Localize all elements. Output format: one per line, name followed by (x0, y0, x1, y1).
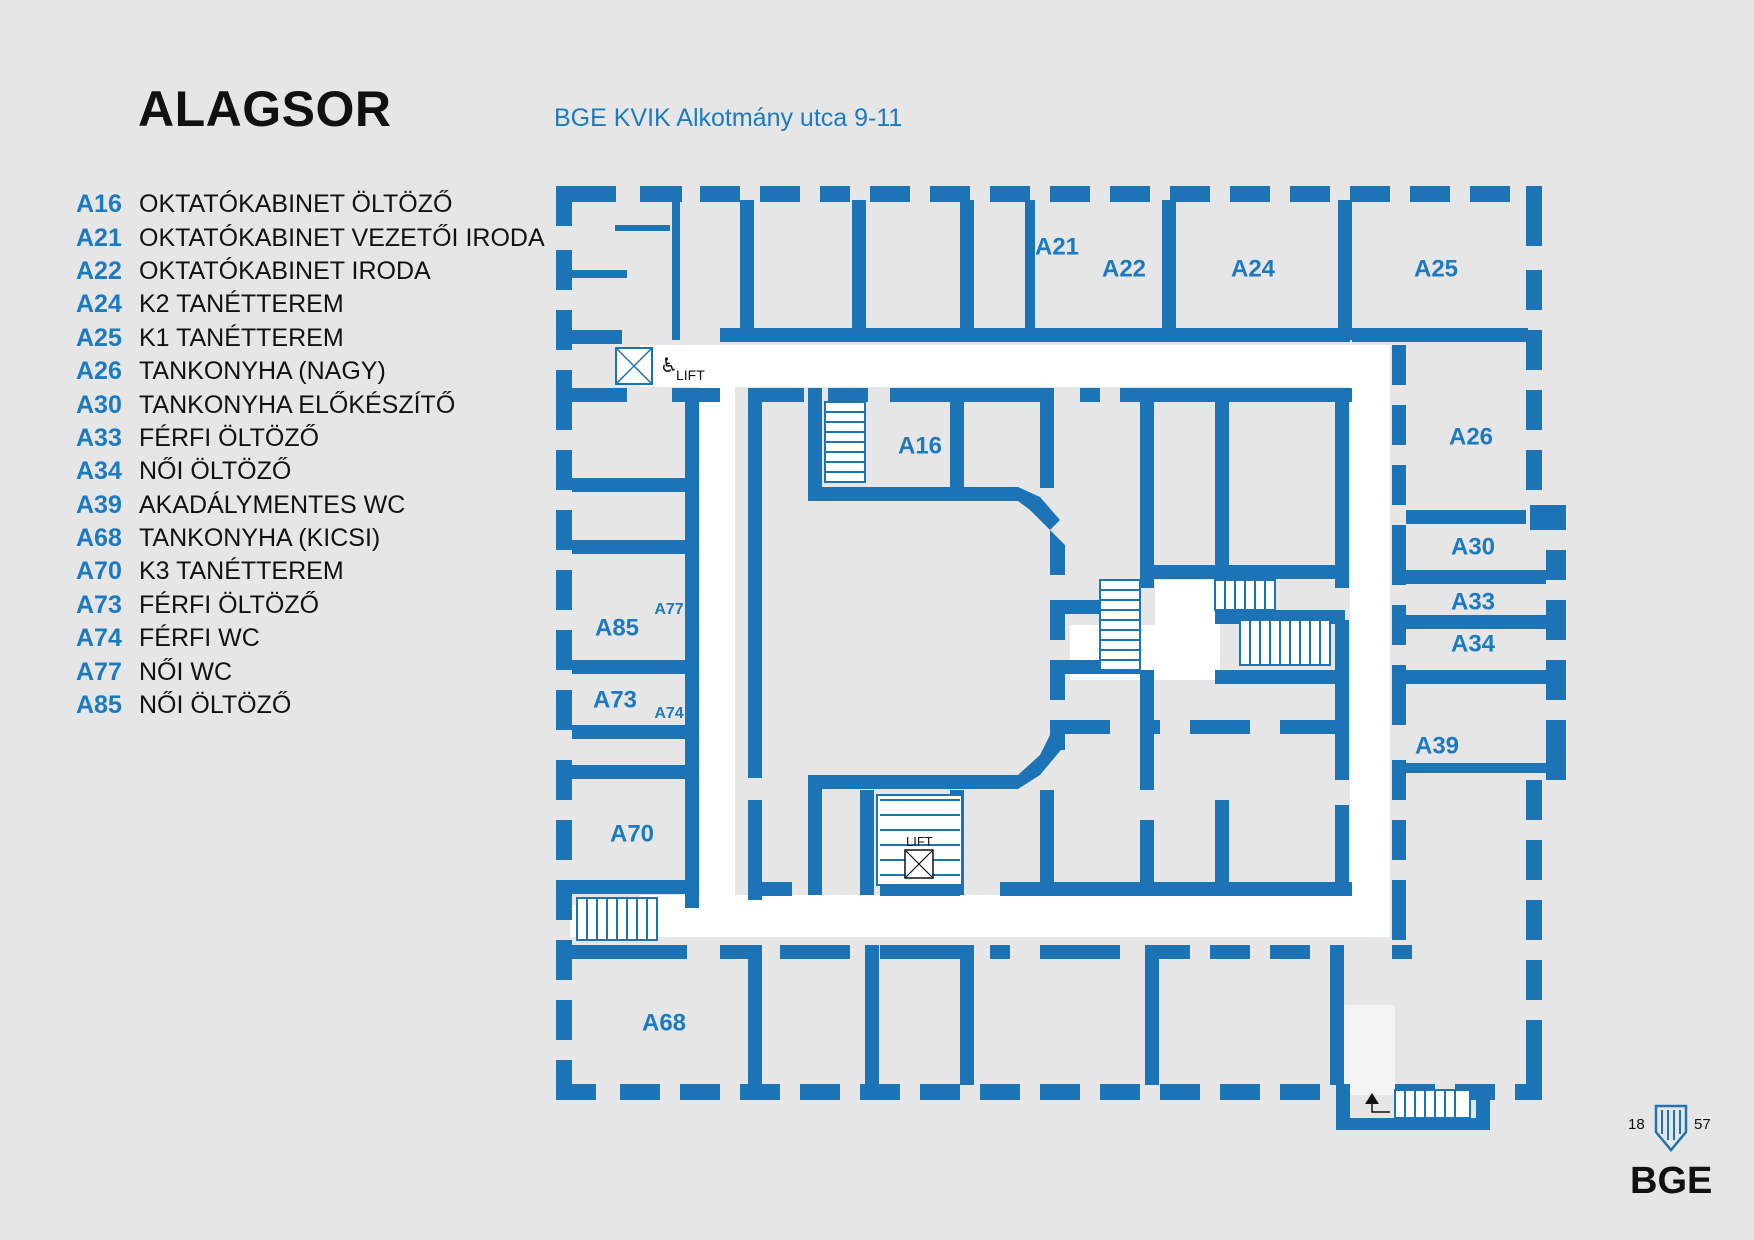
stair-mid-left (1099, 579, 1141, 671)
legend-row: A21 OKTATÓKABINET VEZETŐI IRODA (76, 221, 545, 254)
room-label-a26: A26 (1449, 423, 1493, 450)
legend-row: A85 NŐI ÖLTÖZŐ (76, 689, 545, 722)
legend-row: A16 OKTATÓKABINET ÖLTÖZŐ (76, 188, 545, 221)
legend-room-name: K2 TANÉTTEREM (139, 290, 344, 319)
legend-room-name: OKTATÓKABINET IRODA (139, 256, 431, 285)
legend-room-name: K3 TANÉTTEREM (139, 557, 344, 586)
legend-row: A30 TANKONYHA ELŐKÉSZÍTŐ (76, 388, 545, 421)
room-label-a30: A30 (1451, 533, 1495, 560)
corridor-north (640, 345, 1390, 387)
legend-room-name: TANKONYHA (KICSI) (139, 524, 381, 553)
legend-row: A26 TANKONYHA (NAGY) (76, 355, 545, 388)
entrance-arrow-icon (1365, 1093, 1379, 1104)
legend-room-name: TANKONYHA ELŐKÉSZÍTŐ (139, 390, 456, 419)
room-label-a24: A24 (1231, 255, 1276, 282)
legend-room-code: A39 (76, 490, 122, 519)
legend-room-name: OKTATÓKABINET ÖLTÖZŐ (139, 190, 453, 219)
legend-row: A74 FÉRFI WC (76, 622, 545, 655)
room-label-a33: A33 (1451, 588, 1495, 615)
corridor-top-notch (1090, 345, 1205, 385)
room-label-a74: A74 (654, 705, 683, 722)
legend-room-name: OKTATÓKABINET VEZETŐI IRODA (139, 223, 545, 252)
room-label-a39: A39 (1415, 732, 1459, 759)
legend-room-code: A73 (76, 590, 122, 619)
stair-mid-right (1239, 619, 1331, 666)
legend-room-code: A74 (76, 624, 122, 653)
entrance-area (1340, 1005, 1395, 1095)
legend-room-name: NŐI ÖLTÖZŐ (139, 457, 292, 486)
stairs (576, 401, 1471, 1119)
legend-room-code: A26 (76, 357, 122, 386)
corridor-west (700, 345, 735, 937)
legend-room-code: A21 (76, 223, 122, 252)
wheelchair-icon: ♿ (660, 353, 678, 377)
legend-room-code: A30 (76, 390, 122, 419)
legend-row: A22 OKTATÓKABINET IRODA (76, 255, 545, 288)
legend-room-name: K1 TANÉTTEREM (139, 323, 344, 352)
legend-room-code: A77 (76, 657, 122, 686)
room-label-a70: A70 (610, 820, 654, 847)
legend-room-name: NŐI ÖLTÖZŐ (139, 691, 292, 720)
legend-row: A24 K2 TANÉTTEREM (76, 288, 545, 321)
logo-year-left: 18 (1628, 1116, 1645, 1133)
lift-top: ♿ LIFT (615, 347, 705, 385)
legend-room-code: A25 (76, 323, 122, 352)
lift-center: LIFT (904, 834, 934, 879)
page-subtitle: BGE KVIK Alkotmány utca 9-11 (554, 104, 903, 132)
corridor-east (1350, 345, 1390, 937)
room-label-a77: A77 (654, 601, 683, 618)
room-label-a16: A16 (898, 432, 942, 459)
legend-room-code: A16 (76, 190, 122, 219)
bge-shield-icon (1654, 1104, 1688, 1152)
room-label-a85: A85 (595, 614, 639, 641)
legend-row: A39 AKADÁLYMENTES WC (76, 489, 545, 522)
walls (556, 186, 1566, 1130)
stair-entrance (1394, 1089, 1471, 1119)
legend-room-name: AKADÁLYMENTES WC (139, 490, 406, 519)
legend-room-name: FÉRFI ÖLTÖZŐ (139, 423, 320, 452)
legend-room-code: A33 (76, 423, 122, 452)
legend-room-code: A85 (76, 691, 122, 720)
legend-row: A25 K1 TANÉTTEREM (76, 322, 545, 355)
legend-row: A77 NŐI WC (76, 655, 545, 688)
lift-center-label: LIFT (906, 834, 933, 849)
legend-row: A34 NŐI ÖLTÖZŐ (76, 455, 545, 488)
legend-row: A68 TANKONYHA (KICSI) (76, 522, 545, 555)
legend-row: A33 FÉRFI ÖLTÖZŐ (76, 422, 545, 455)
lift-top-label: LIFT (676, 367, 705, 383)
legend-room-code: A34 (76, 457, 122, 486)
room-label-a25: A25 (1414, 255, 1458, 282)
legend-row: A73 FÉRFI ÖLTÖZŐ (76, 589, 545, 622)
legend-room-name: NŐI WC (139, 657, 233, 686)
legend-room-code: A24 (76, 290, 122, 319)
legend-room-code: A22 (76, 256, 122, 285)
entrance-marker (1365, 1093, 1390, 1113)
corridor-mid (1155, 580, 1220, 680)
logo-year-right: 57 (1694, 1116, 1711, 1133)
room-label-a22: A22 (1102, 255, 1146, 282)
page-title: ALAGSOR (138, 81, 392, 137)
room-label-a34: A34 (1451, 630, 1496, 657)
bge-logo-text: BGE (1630, 1160, 1713, 1202)
legend-room-code: A70 (76, 557, 122, 586)
legend-row: A70 K3 TANÉTTEREM (76, 555, 545, 588)
legend-room-name: FÉRFI ÖLTÖZŐ (139, 590, 320, 619)
legend-room-name: FÉRFI WC (139, 624, 260, 653)
corridors (570, 345, 1395, 1095)
room-label-a73: A73 (593, 686, 637, 713)
room-label-a68: A68 (642, 1009, 686, 1036)
legend-room-name: TANKONYHA (NAGY) (139, 357, 386, 386)
room-labels: A16 A21 A22 A24 A25 A26 A30 A33 A34 A39 … (593, 233, 1496, 1036)
legend-room-code: A68 (76, 524, 122, 553)
room-label-a21: A21 (1035, 233, 1079, 260)
corridor-south (640, 895, 1390, 937)
